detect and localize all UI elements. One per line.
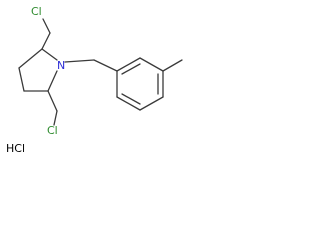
- nitrogen-label: N: [57, 59, 65, 72]
- bond-ring-double-1: [121, 63, 141, 75]
- bond-ring-4: [139, 96, 164, 111]
- bond-n-c5: [47, 70, 58, 92]
- chemical-structure-drawing: Cl N Cl HCl: [6, 5, 183, 155]
- chlorine-bottom-label: Cl: [47, 124, 58, 137]
- bond-n-benzyl-ch2: [64, 59, 95, 63]
- bond-ch2-c2: [41, 32, 51, 50]
- bond-ring-double-3: [121, 93, 141, 105]
- bond-methyl: [162, 59, 183, 72]
- bond-ring-1: [116, 57, 141, 72]
- chlorine-top-label: Cl: [31, 5, 42, 18]
- bond-c4-c3: [18, 67, 25, 92]
- hydrochloride-label: HCl: [6, 142, 25, 155]
- bond-ch2-cl-bottom: [53, 110, 58, 126]
- bond-ring-5: [116, 96, 141, 111]
- bond-ring-2: [139, 57, 164, 72]
- bond-c2-n: [41, 48, 58, 61]
- bond-ch2-ring: [93, 59, 118, 72]
- bond-c3-c2: [18, 48, 43, 69]
- bond-clch2-top: [42, 18, 51, 34]
- bond-c5-ch2: [47, 90, 58, 112]
